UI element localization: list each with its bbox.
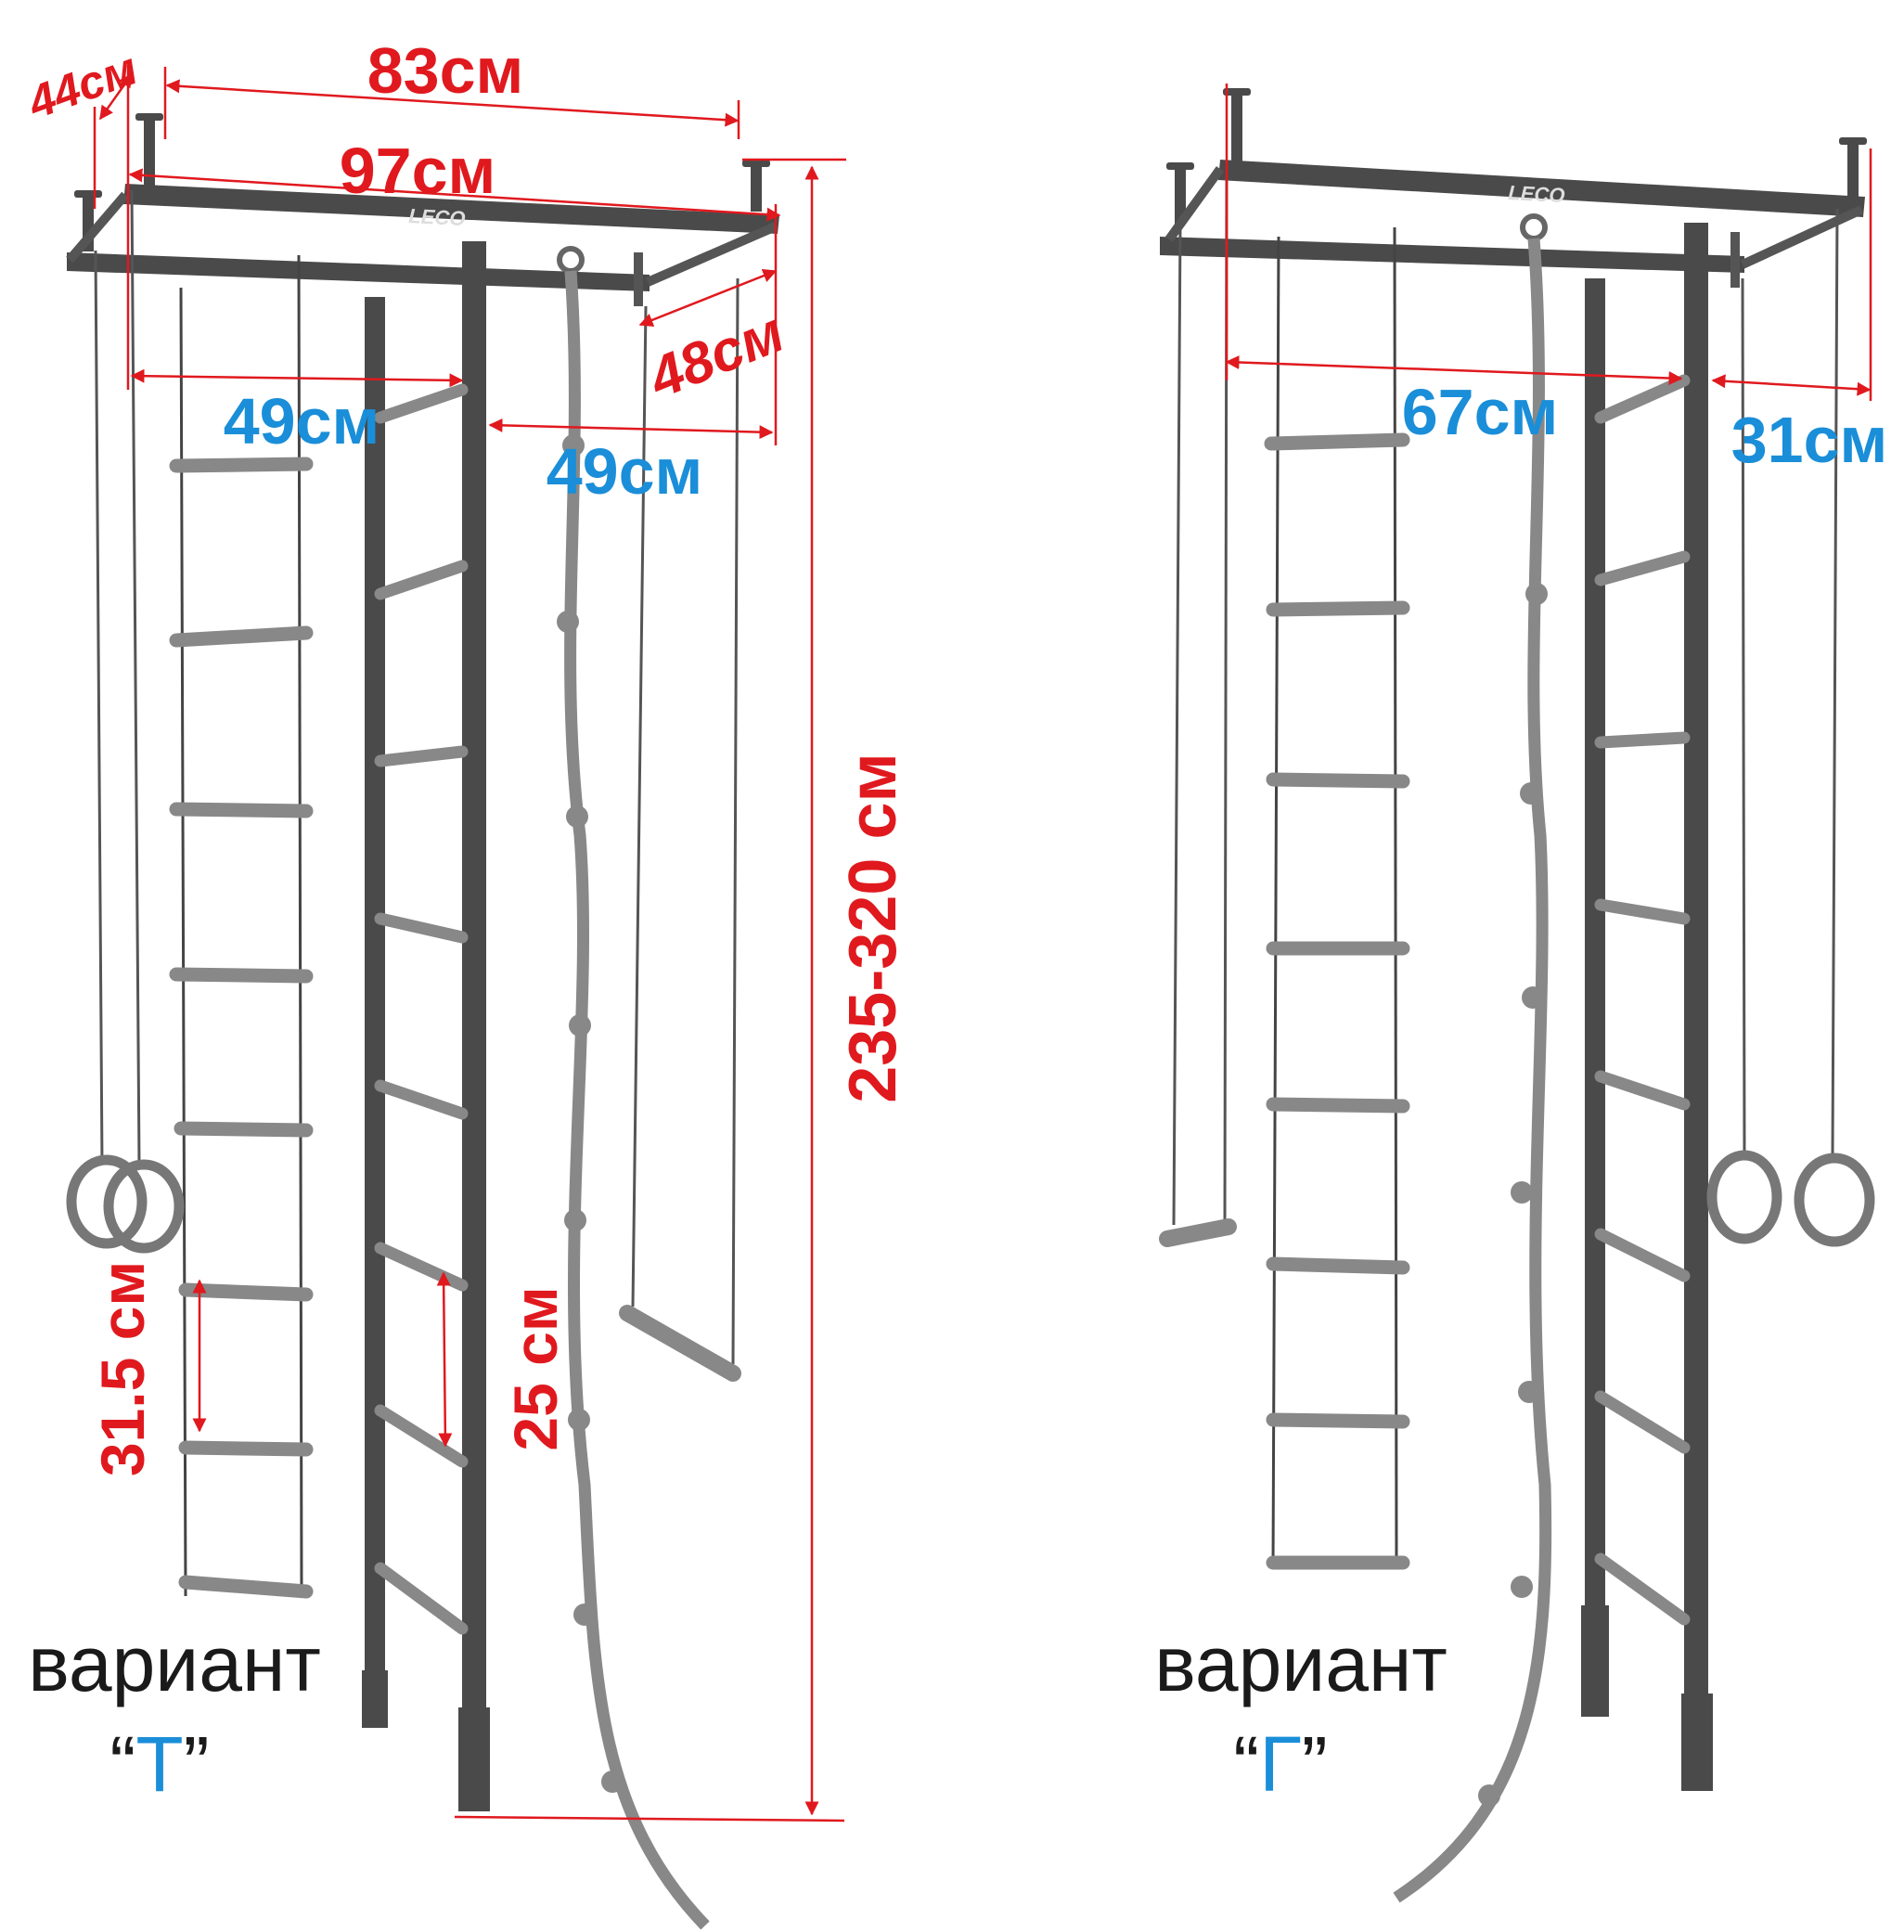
caption-letter-g: “Г” — [1233, 1720, 1327, 1808]
posts-t — [362, 241, 490, 1811]
rope-ladder-g — [1264, 226, 1410, 1570]
dim-67cm: 67см — [1402, 376, 1559, 448]
dim-31-5cm: 31.5 см — [88, 1261, 157, 1476]
rope-ladder-t — [169, 254, 314, 1599]
dim-49cm-left: 49см — [224, 385, 380, 457]
ceiling-mounts-g — [1166, 88, 1867, 224]
dim-97cm: 97см — [340, 135, 496, 207]
dim-49cm-right: 49см — [547, 435, 703, 508]
caption-variant-g: вариант — [1154, 1620, 1447, 1707]
trapeze-t — [619, 277, 741, 1382]
wall-bar-rungs-g — [1594, 374, 1691, 1626]
variant-g-dimension-labels: 67см 31см — [1402, 376, 1888, 476]
variant-g-dimension-lines — [1225, 84, 1872, 401]
gymnastic-rings-t — [66, 189, 185, 1254]
caption-letter-t: “Т” — [109, 1720, 209, 1808]
dim-83cm: 83см — [367, 34, 524, 107]
wall-bar-rungs-t — [374, 383, 469, 1635]
top-frame-g: LECO — [1160, 160, 1865, 288]
dim-height: 235-320 см — [836, 753, 910, 1103]
dim-44cm: 44см — [20, 42, 144, 129]
dim-31cm: 31см — [1731, 404, 1888, 476]
dim-25cm: 25 см — [501, 1286, 570, 1450]
logo-g: LECO — [1508, 181, 1565, 207]
variant-g-caption: вариант “Г” — [1154, 1620, 1447, 1808]
gymnastic-rings-g — [1706, 208, 1875, 1247]
posts-g — [1581, 223, 1713, 1791]
variant-g-structure: LECO — [1159, 88, 1875, 1903]
climbing-rope-g — [1393, 213, 1552, 1903]
logo-t: LECO — [408, 204, 466, 230]
caption-variant-t: вариант — [28, 1620, 321, 1707]
variant-t-dimension-lines — [93, 65, 846, 1823]
climbing-rope-t — [557, 246, 710, 1930]
handle-g — [1159, 177, 1237, 1247]
variant-t-caption: вариант “Т” — [28, 1620, 321, 1808]
